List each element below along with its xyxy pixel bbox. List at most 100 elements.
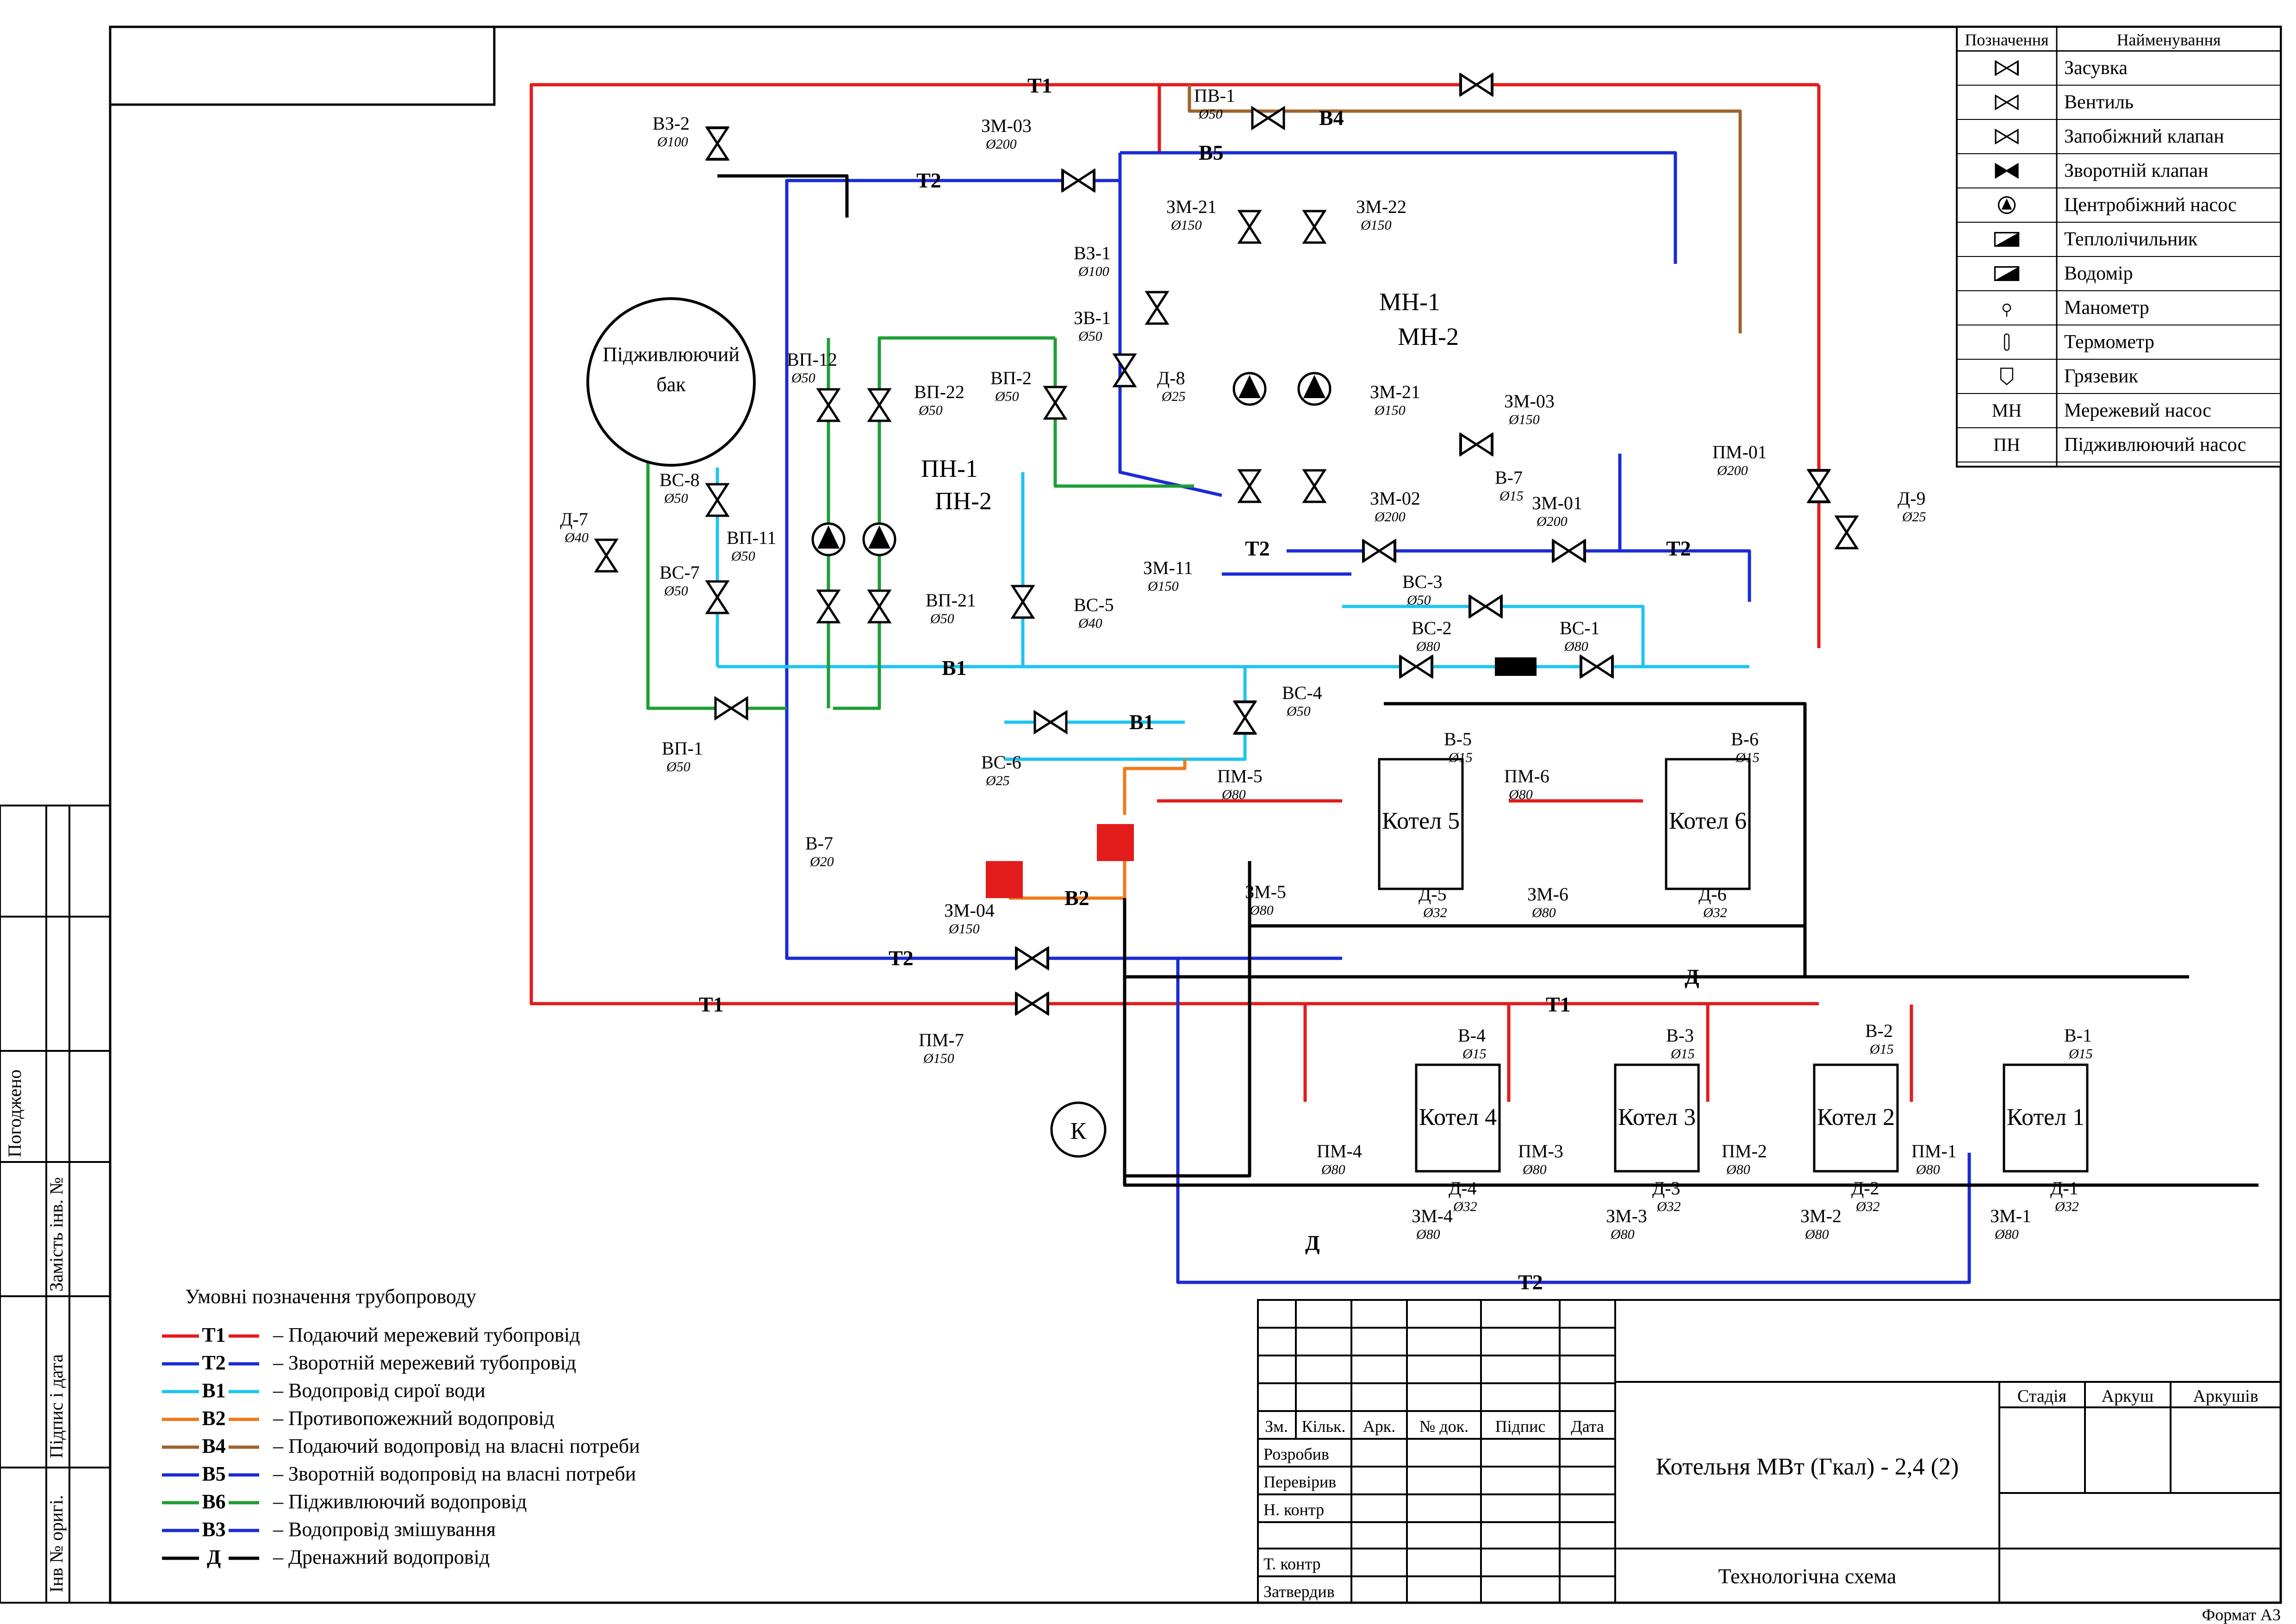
equipment-tag-diameter: Ø80 [1726,1162,1750,1177]
symbol-row-code: ПН [1993,434,2020,455]
symbol-row-name: Вентиль [2064,92,2134,113]
equipment-tag-name: Д-4 [1449,1178,1477,1199]
equipment-tag-name: ЗМ-21 [1166,196,1217,217]
equipment-tag-name: ВС-1 [1560,618,1600,638]
equipment-tag-diameter: Ø80 [1916,1162,1940,1177]
equipment-tag-diameter: Ø200 [1717,463,1748,478]
equipment-tag-name: ПН-2 [935,487,992,515]
legend-desc: – Водопровід сирої води [273,1379,485,1402]
equipment-tag-diameter: Ø150 [948,921,980,937]
symbol-row-icon [1995,128,2019,145]
legend-code-bg [199,1350,229,1373]
legend-code-bg [199,1378,229,1401]
legend-code: В5 [202,1462,225,1485]
equipment-tag-name: Д-1 [2050,1178,2078,1199]
legend-code: В1 [202,1379,225,1402]
boiler-1-label: Котел 1 [2007,1104,2084,1131]
equipment-tag-name: В-7 [805,833,833,854]
boiler-2 [1813,1063,1899,1173]
equipment-tag-diameter: Ø100 [657,134,688,150]
equipment-tag-diameter: Ø50 [731,549,755,564]
equipment-tag-diameter: Ø150 [1508,412,1540,427]
label-b1-2: В1 [1129,710,1154,734]
equipment-tag-diameter: Ø50 [995,389,1019,404]
boiler-4 [1415,1063,1501,1173]
equipment-tag-diameter: Ø32 [1453,1199,1477,1214]
tb-col-sign: Підпис [1495,1417,1546,1436]
legend-code: Т1 [202,1324,225,1346]
equipment-tag-diameter: Ø80 [1249,903,1274,918]
legend-code-bg [199,1461,229,1484]
side-stamp [0,805,111,1604]
symbols-table: Позначення Найменування ЗасувкаВентильЗа… [1956,26,2282,468]
equipment-tag-name: ВП-2 [990,368,1032,388]
equipment-tag-name: ВЗ-1 [1074,243,1111,263]
legend-code: В3 [202,1518,225,1541]
label-b1: В1 [942,656,967,680]
tb-sheets: Аркушів [2193,1387,2258,1406]
equipment-tag-name: ЗВ-1 [1074,307,1111,328]
equipment-tag-diameter: Ø32 [1703,905,1727,920]
label-t2-right: Т2 [1666,537,1691,560]
legend-desc: – Подаючий водопровід на власні потреби [273,1435,640,1457]
equipment-tag-diameter: Ø80 [1416,639,1440,654]
equipment-tag-name: ЗМ-4 [1412,1206,1453,1226]
equipment-tag-name: ВП-11 [727,527,776,548]
equipment-tag-name: ВС-8 [660,469,700,490]
legend-code: Д [207,1546,221,1568]
symbol-row-name: Центробіжний насос [2064,194,2237,216]
boiler-5-label: Котел 5 [1382,808,1460,834]
tb-col-doc: № док. [1419,1417,1468,1436]
equipment-tag-diameter: Ø15 [1670,1046,1695,1062]
equipment-tag-name: ВП-12 [787,349,837,370]
equipment-tag-diameter: Ø80 [1321,1162,1345,1177]
equipment-tag-name: ПМ-6 [1504,766,1549,787]
legend-code-bg [199,1405,229,1429]
legend-code-bg [199,1322,229,1345]
equipment-tag-name: ВС-2 [1412,618,1452,638]
label-b2: В2 [1064,886,1089,910]
equipment-tag-name: ПМ-7 [919,1030,964,1050]
equipment-tag-diameter: Ø80 [1522,1162,1547,1177]
equipment-tag-diameter: Ø80 [1508,787,1533,802]
legend-code: В2 [202,1407,225,1430]
equipment-tag-name: Д-7 [560,509,588,530]
equipment-tag-diameter: Ø40 [564,530,589,545]
symbol-row-icon [1994,231,2020,247]
legend-code-bg [199,1489,229,1512]
equipment-tag-diameter: Ø15 [1869,1042,1894,1057]
symbol-row-name: Теплолічильник [2064,229,2198,250]
equipment-tag-diameter: Ø25 [985,773,1010,788]
symbol-row-icon [2004,333,2010,351]
feed-tank: Підживлюючий бак [586,297,756,467]
equipment-tag-name: ЗМ-01 [1532,493,1582,513]
equipment-tag-name: ПМ-5 [1217,766,1263,787]
symbol-row-name: Зворотній клапан [2064,160,2209,181]
equipment-tag-diameter: Ø15 [1735,750,1760,765]
tb-row-checked: Перевірив [1263,1473,1336,1491]
stamp-replaced-inv: Замість інв. № [46,1177,67,1292]
symbol-row-icon [1995,94,2019,111]
equipment-tag-name: ЗМ-2 [1800,1206,1842,1226]
equipment-tag-name: ЗМ-1 [1990,1206,2031,1226]
equipment-tag-name: ВП-21 [926,590,976,611]
tb-row-approved: Затвердив [1263,1582,1335,1601]
equipment-tag-name: В-4 [1458,1025,1486,1046]
equipment-tag-diameter: Ø80 [1416,1227,1440,1242]
label-t2-bottom: Т2 [1518,1270,1543,1294]
tb-col-kilk: Кільк. [1302,1417,1346,1436]
equipment-tag-name: Д-6 [1699,884,1727,905]
legend-desc: – Зворотній мережевий тубопровід [273,1351,576,1374]
equipment-tag-diameter: Ø50 [666,759,691,775]
equipment-tag-diameter: Ø20 [809,854,834,869]
equipment-tag-name: ПМ-1 [1911,1141,1957,1162]
equipment-tag-diameter: Ø80 [1994,1227,2019,1242]
equipment-tag-name: ПМ-4 [1317,1141,1362,1162]
equipment-tag-name: ЗМ-03 [1504,391,1555,412]
equipment-tag-diameter: Ø80 [1610,1227,1635,1242]
equipment-tags: ВЗ-2Ø100ЗМ-03Ø200ПВ-1Ø50ЗМ-21Ø150ЗМ-22Ø1… [560,85,2093,1242]
tb-col-date: Дата [1571,1417,1604,1436]
equipment-tag-name: МН-2 [1398,323,1459,350]
equipment-tag-diameter: Ø15 [1499,488,1524,504]
